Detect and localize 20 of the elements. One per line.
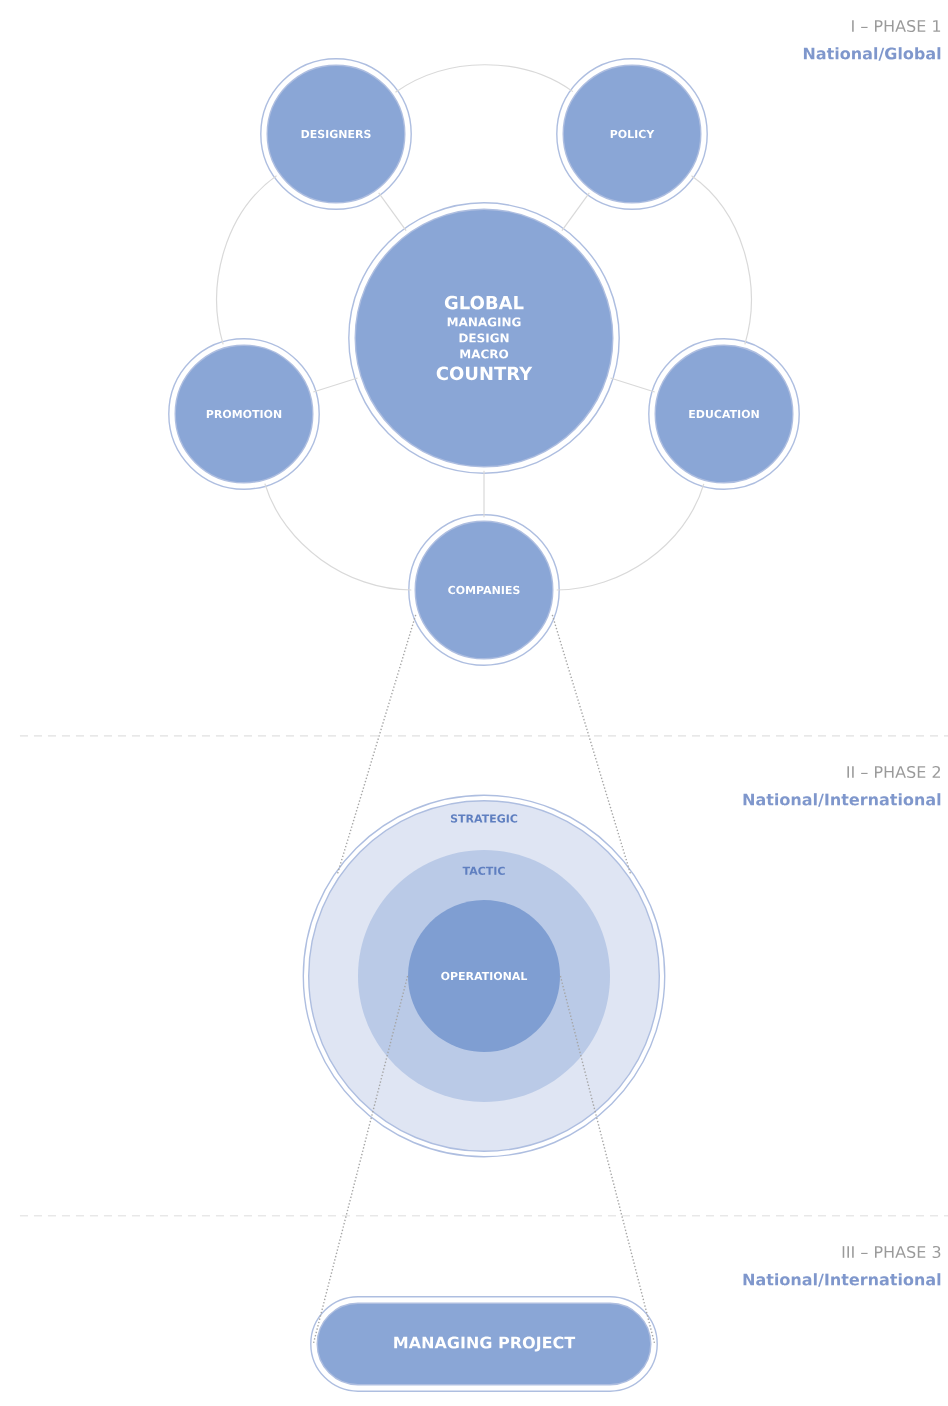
connector-line	[216, 175, 278, 345]
connector-line	[378, 192, 407, 232]
connector-line	[561, 192, 590, 232]
connector-line	[690, 175, 752, 345]
connector-line	[264, 483, 412, 591]
dotted-line	[551, 614, 632, 875]
phase-label: III – PHASE 3	[842, 1245, 941, 1259]
scope-label: National/Global	[803, 47, 941, 61]
scope-label: National/International	[743, 793, 941, 807]
phase-label: II – PHASE 2	[847, 765, 940, 779]
connector-line	[394, 64, 574, 93]
phase-label: I – PHASE 1	[852, 19, 941, 32]
project-pill: MANAGING PROJECT	[310, 1296, 658, 1392]
dotted-line	[559, 975, 656, 1345]
dotted-line	[336, 614, 417, 875]
dotted-line	[312, 975, 409, 1345]
scope-label: National/International	[743, 1273, 941, 1287]
connector-line	[556, 483, 705, 591]
connector-line	[312, 377, 359, 393]
connector-line	[609, 377, 656, 393]
